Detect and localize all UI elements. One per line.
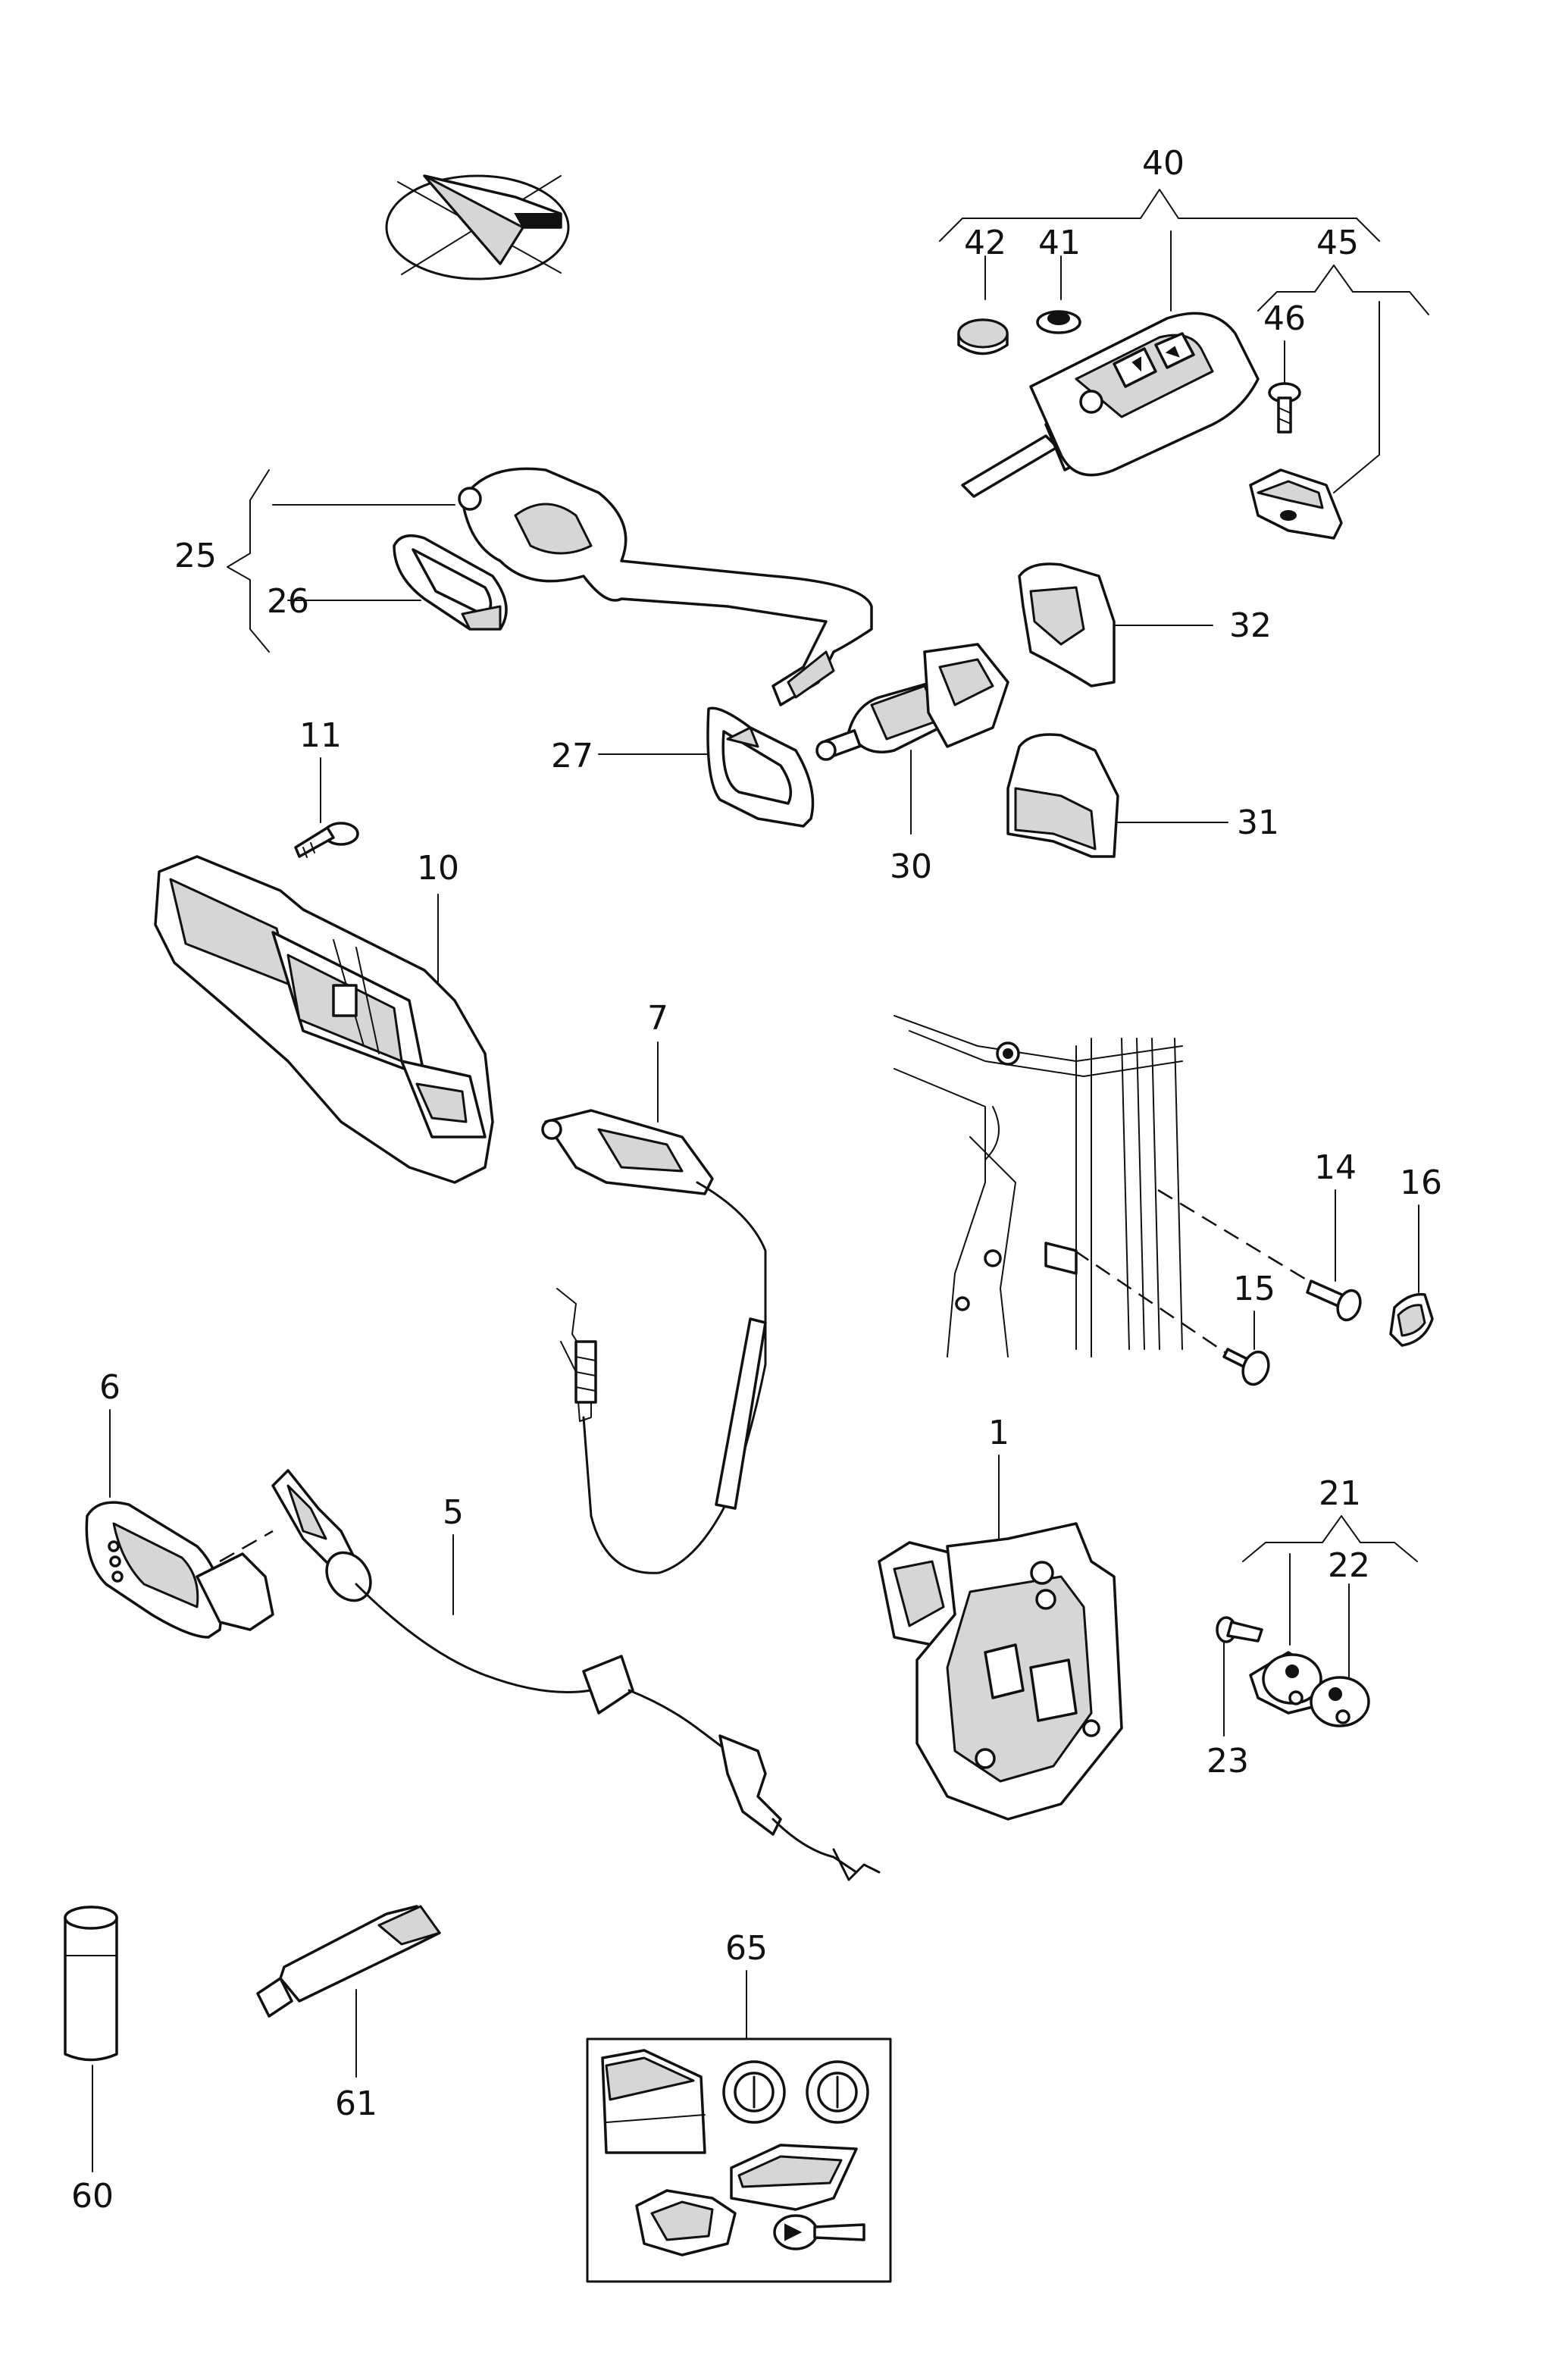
inner-handle-6 bbox=[85, 1409, 274, 1639]
callout-16: 16 bbox=[1400, 1164, 1442, 1202]
callout-42: 42 bbox=[964, 224, 1006, 262]
callout-45: 45 bbox=[1316, 224, 1359, 262]
lock-cylinder-30 bbox=[815, 643, 1009, 835]
callout-1: 1 bbox=[988, 1414, 1009, 1452]
cable-7 bbox=[541, 1041, 767, 1574]
screw-46 bbox=[1268, 382, 1301, 434]
key-icon bbox=[773, 2214, 865, 2250]
callout-7: 7 bbox=[647, 999, 668, 1038]
flip-key-icon bbox=[961, 312, 1260, 498]
callout-60: 60 bbox=[71, 2177, 114, 2216]
direction-arrow-icon bbox=[385, 174, 570, 280]
screw-15 bbox=[1222, 1311, 1270, 1386]
repair-kit-65 bbox=[586, 1970, 892, 2283]
callout-41: 41 bbox=[1038, 224, 1081, 262]
grommet-41 bbox=[1036, 310, 1081, 334]
bracket-45 bbox=[1249, 468, 1343, 540]
callout-46: 46 bbox=[1263, 299, 1306, 338]
cap-16 bbox=[1389, 1204, 1434, 1347]
cable-5 bbox=[271, 1469, 881, 1881]
striker-group-21 bbox=[1216, 1515, 1418, 1737]
callout-15: 15 bbox=[1233, 1270, 1275, 1308]
callout-labels: 40 42 41 45 46 25 26 32 27 11 31 30 10 7… bbox=[71, 144, 1442, 2216]
callout-11: 11 bbox=[299, 716, 342, 755]
callout-27: 27 bbox=[551, 737, 593, 775]
cap-31 bbox=[1006, 733, 1228, 858]
callout-22: 22 bbox=[1328, 1546, 1370, 1585]
callout-14: 14 bbox=[1314, 1148, 1357, 1187]
callout-5: 5 bbox=[443, 1493, 464, 1532]
carrier-10 bbox=[154, 855, 494, 1184]
callout-40: 40 bbox=[1142, 144, 1185, 183]
key-set-group bbox=[939, 189, 1429, 540]
tube-60 bbox=[64, 1906, 118, 2172]
cap-42 bbox=[957, 318, 1009, 355]
callout-6: 6 bbox=[99, 1368, 120, 1407]
callout-65: 65 bbox=[725, 1929, 768, 1968]
callout-25: 25 bbox=[174, 537, 217, 575]
grease-tube-61 bbox=[256, 1905, 441, 2078]
callout-32: 32 bbox=[1229, 606, 1272, 645]
door-frame bbox=[894, 1015, 1316, 1366]
callout-21: 21 bbox=[1319, 1474, 1361, 1513]
door-lock-1 bbox=[878, 1455, 1123, 1821]
bolt-14 bbox=[1306, 1189, 1362, 1322]
cap-32 bbox=[1018, 562, 1213, 687]
callout-23: 23 bbox=[1207, 1742, 1249, 1780]
bolt-11 bbox=[294, 757, 359, 858]
callout-61: 61 bbox=[335, 2084, 377, 2123]
callout-31: 31 bbox=[1237, 803, 1279, 842]
callout-26: 26 bbox=[267, 582, 309, 621]
gasket-27 bbox=[598, 706, 815, 828]
callout-10: 10 bbox=[417, 849, 459, 888]
outer-handle-group bbox=[227, 467, 873, 706]
callout-30: 30 bbox=[890, 847, 932, 886]
